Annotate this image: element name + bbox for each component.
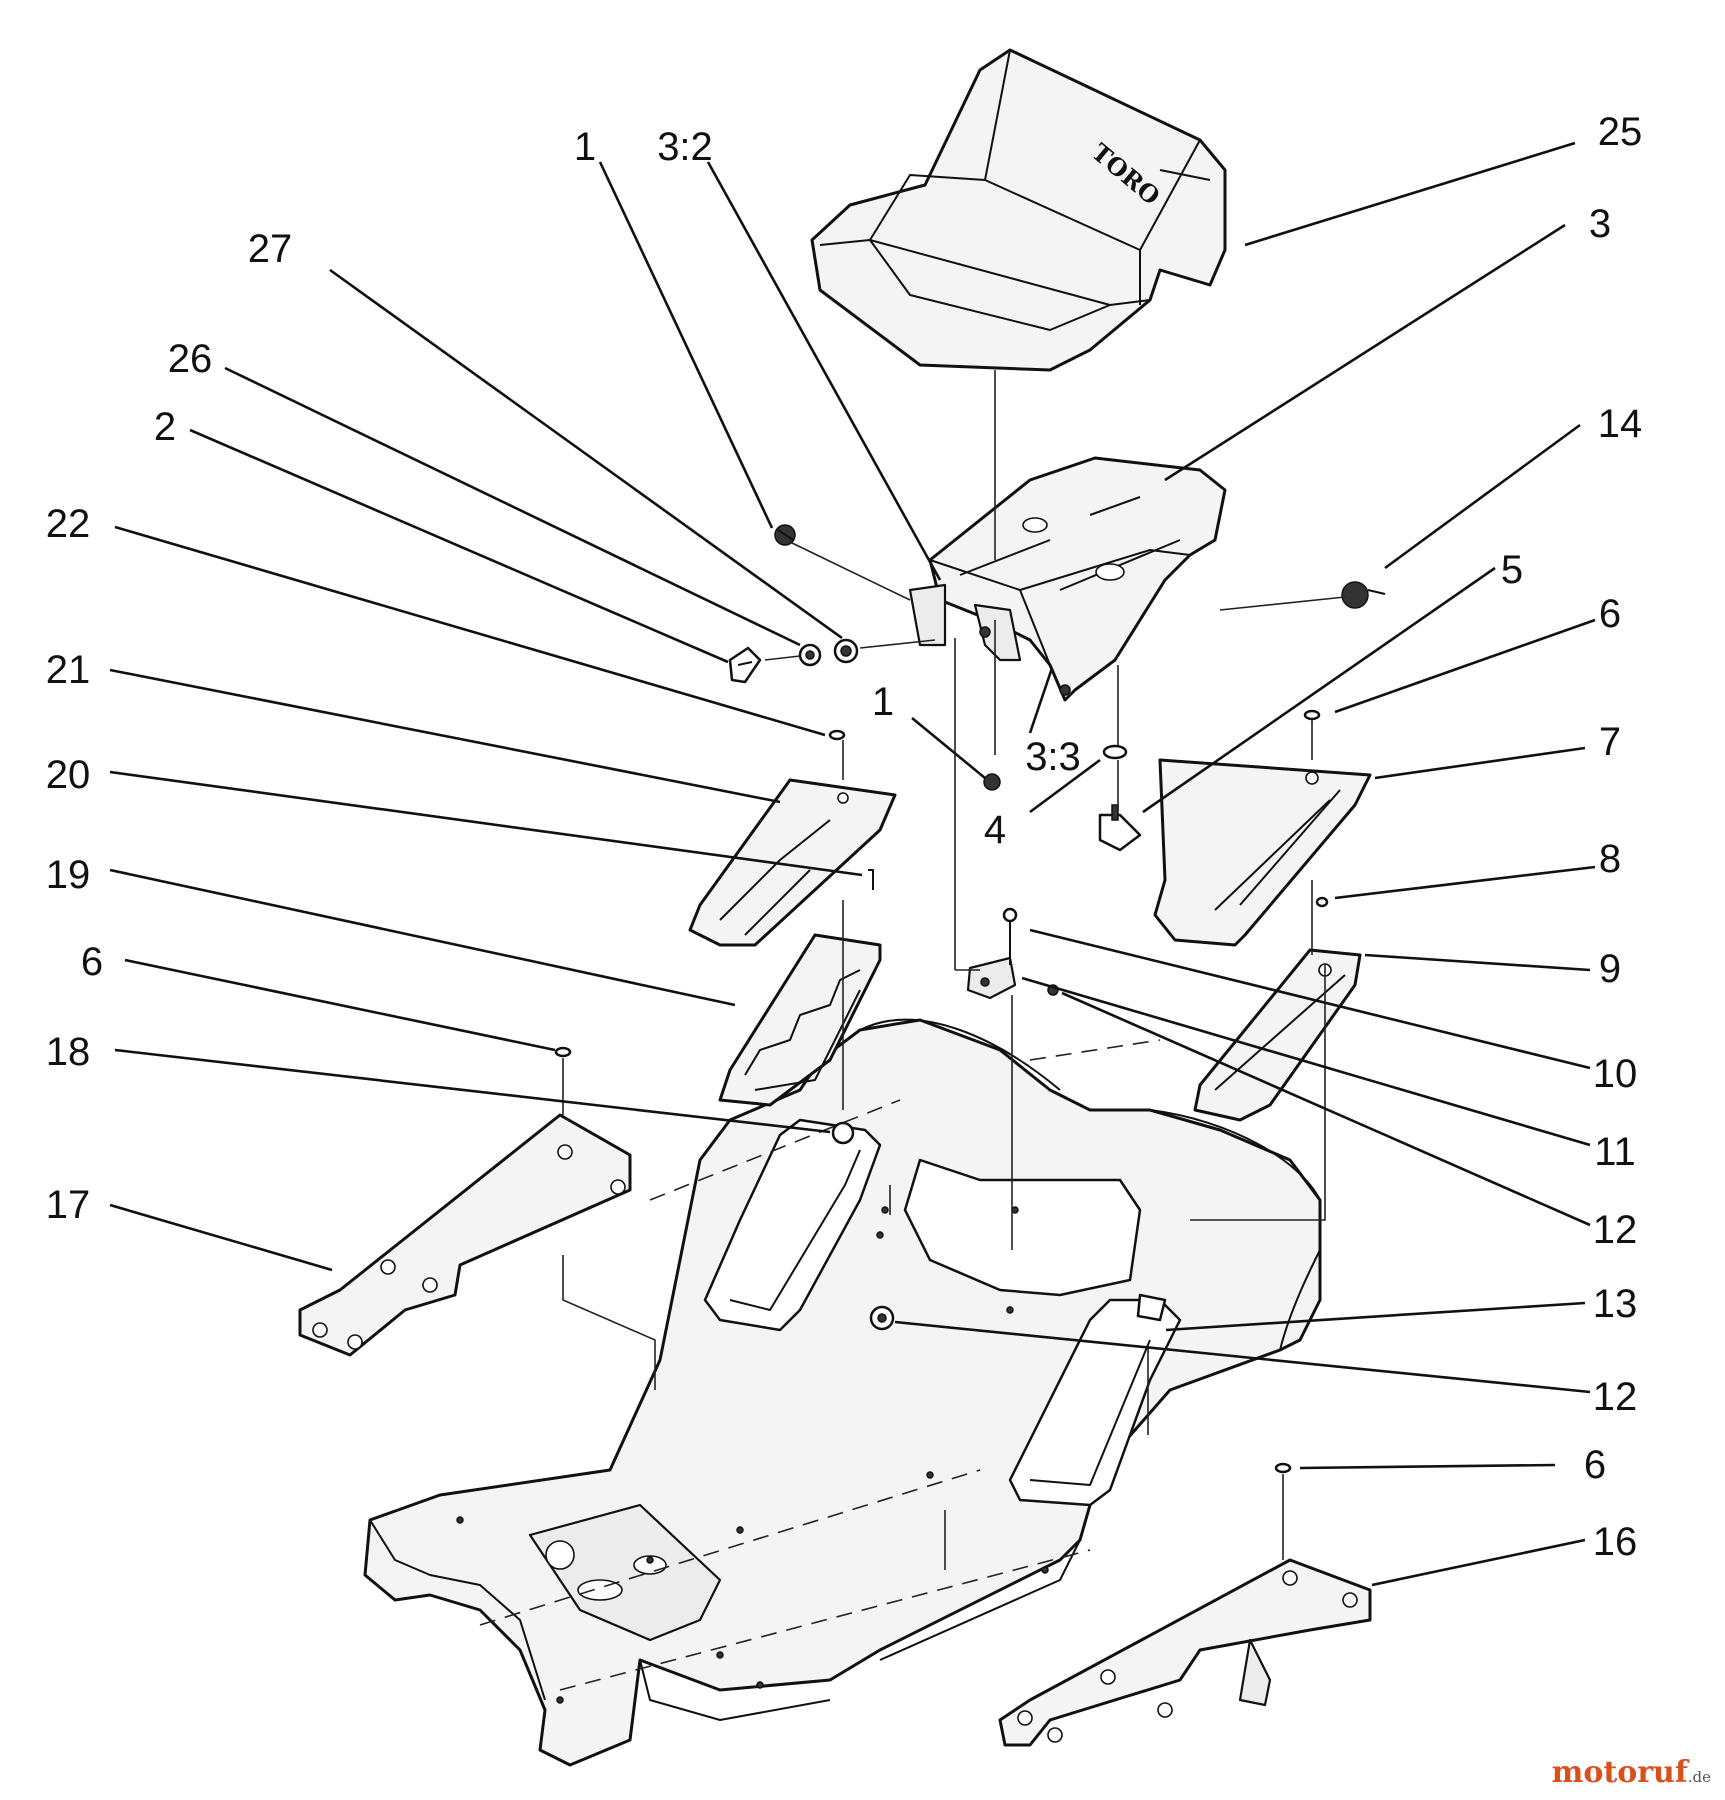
assembly-lines <box>562 370 1346 1570</box>
small-fasteners <box>554 709 1329 1474</box>
callout-25: 25 <box>1598 110 1643 154</box>
knob-14 <box>1341 581 1386 609</box>
callout-3-3: 3:3 <box>1025 735 1081 779</box>
callout-6-upper-right: 6 <box>1599 592 1621 636</box>
callout-14: 14 <box>1598 402 1643 446</box>
callout-4: 4 <box>984 808 1006 852</box>
knob-5 <box>1098 804 1142 852</box>
plate-19 <box>718 933 882 1107</box>
plate-16 <box>998 1558 1372 1747</box>
seat-pan-3 <box>908 456 1227 702</box>
callout-12-lower: 12 <box>1593 1375 1638 1419</box>
washer-27 <box>833 638 859 664</box>
hardware <box>728 524 1386 852</box>
callout-16: 16 <box>1593 1520 1638 1564</box>
watermark-main: motoruf <box>1551 1755 1688 1790</box>
callout-labels: 25 3 14 5 6 7 8 9 10 11 12 13 12 6 16 1 … <box>46 110 1643 1564</box>
site-watermark: motoruf.de <box>1552 1755 1711 1790</box>
callout-19: 19 <box>46 853 91 897</box>
callout-11: 11 <box>1594 1130 1636 1174</box>
callout-27: 27 <box>248 227 293 271</box>
callout-1-lower: 1 <box>872 680 894 724</box>
callout-5: 5 <box>1501 548 1523 592</box>
callout-3: 3 <box>1589 202 1611 246</box>
callout-26: 26 <box>168 337 213 381</box>
callout-20: 20 <box>46 753 91 797</box>
callout-17: 17 <box>46 1183 91 1227</box>
seat-25: TORO <box>810 48 1227 372</box>
callout-13: 13 <box>1593 1282 1638 1326</box>
watermark-suffix: .de <box>1687 1768 1711 1786</box>
bolt-1-upper <box>774 524 796 546</box>
plate-21 <box>688 778 897 947</box>
washer-4 <box>1102 744 1128 760</box>
callout-22: 22 <box>46 502 91 546</box>
callout-18: 18 <box>46 1030 91 1074</box>
leader-lines <box>109 141 1596 1587</box>
callout-3-2: 3:2 <box>657 125 713 169</box>
callout-8: 8 <box>1599 837 1621 881</box>
callout-7: 7 <box>1599 720 1621 764</box>
plug-13 <box>1136 1293 1167 1322</box>
callout-1-upper: 1 <box>574 125 596 169</box>
fender-body <box>363 1018 1322 1767</box>
callout-2: 2 <box>154 405 176 449</box>
callout-9: 9 <box>1599 947 1621 991</box>
plate-17 <box>298 1113 632 1357</box>
callout-12-upper: 12 <box>1593 1208 1638 1252</box>
callout-6-left: 6 <box>81 940 103 984</box>
washer-26 <box>798 643 822 667</box>
callout-21: 21 <box>46 648 91 692</box>
plate-7 <box>1153 758 1372 947</box>
washer-18 <box>831 1121 855 1145</box>
callout-6-lower-right: 6 <box>1584 1443 1606 1487</box>
hidden-lines <box>479 1039 1161 1691</box>
fender-bolts <box>456 1206 1049 1704</box>
callout-10: 10 <box>1593 1052 1638 1096</box>
nut-1-lower <box>983 773 1001 791</box>
clip-2 <box>728 646 762 684</box>
